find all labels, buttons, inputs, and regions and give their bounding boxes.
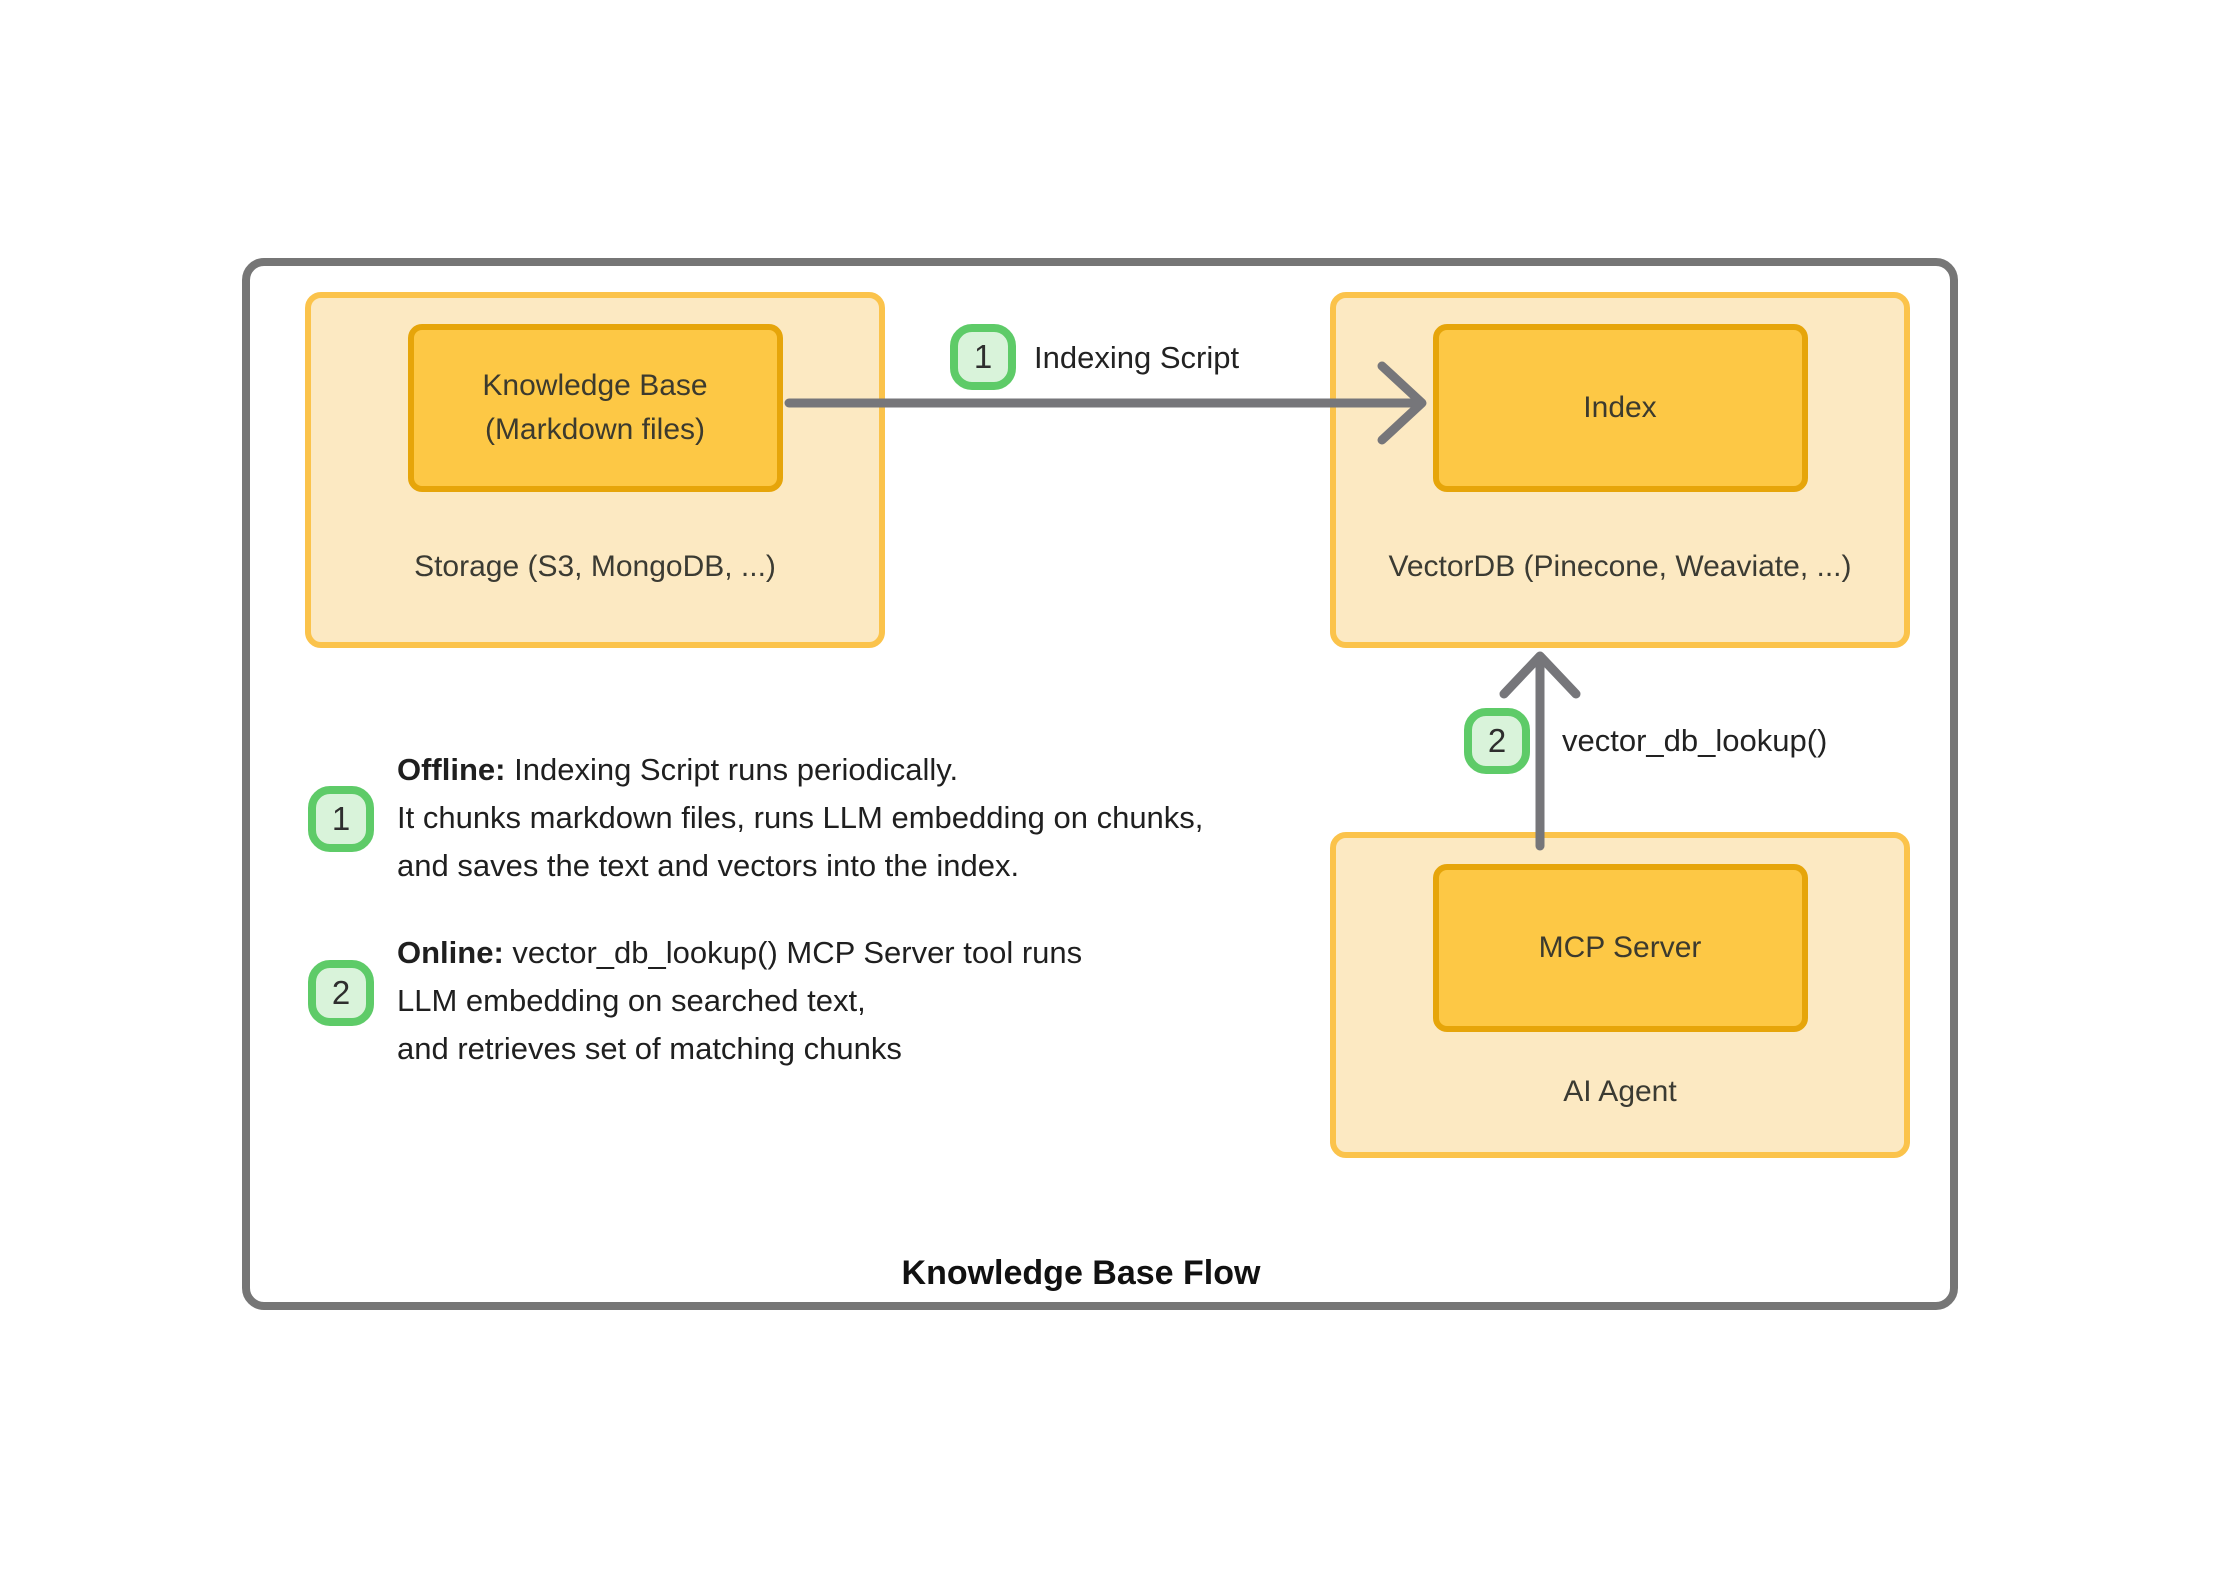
diagram-title: Knowledge Base Flow — [901, 1254, 1261, 1292]
knowledge-base-node: Knowledge Base (Markdown files) — [407, 324, 783, 492]
step-badge-1: 1 — [950, 324, 1016, 390]
storage-label: Storage (S3, MongoDB, ...) — [414, 550, 776, 583]
ai-agent-label: AI Agent — [1563, 1075, 1677, 1108]
annotation-2-line-2: LLM embedding on searched text, — [397, 983, 866, 1018]
annotation-2-badge-number: 2 — [331, 974, 351, 1011]
annotation-2: Online: vector_db_lookup() MCP Server to… — [397, 929, 1377, 1073]
index-node-label: Index — [1583, 391, 1657, 424]
storage-container: Knowledge Base (Markdown files) Storage … — [305, 292, 885, 648]
diagram-frame — [242, 258, 1958, 1310]
vectordb-container: Index VectorDB (Pinecone, Weaviate, ...) — [1330, 292, 1910, 648]
annotation-1-badge-number: 1 — [331, 800, 351, 837]
annotation-1-badge: 1 — [308, 786, 374, 852]
index-node: Index — [1432, 324, 1808, 492]
mcp-server-node: MCP Server — [1432, 864, 1808, 1032]
mcp-server-node-label: MCP Server — [1538, 931, 1702, 964]
vectordb-label: VectorDB (Pinecone, Weaviate, ...) — [1388, 550, 1852, 583]
annotation-2-line-3: and retrieves set of matching chunks — [397, 1031, 902, 1066]
annotation-1-line-2: It chunks markdown files, runs LLM embed… — [397, 800, 1204, 835]
annotation-1-line-3: and saves the text and vectors into the … — [397, 848, 1020, 883]
step-badge-2: 2 — [1464, 708, 1530, 774]
vector-db-lookup-label: vector_db_lookup() — [1562, 723, 1828, 758]
step-badge-1-number: 1 — [973, 338, 993, 375]
annotation-1-line-1: Offline: Indexing Script runs periodical… — [397, 752, 959, 787]
step-badge-2-number: 2 — [1487, 722, 1507, 759]
knowledge-base-node-label: Knowledge Base (Markdown files) — [482, 369, 708, 446]
ai-agent-container: MCP Server AI Agent — [1330, 832, 1910, 1158]
annotation-1: Offline: Indexing Script runs periodical… — [397, 746, 1377, 890]
annotation-2-badge: 2 — [308, 960, 374, 1026]
annotation-2-line-1: Online: vector_db_lookup() MCP Server to… — [397, 935, 1083, 970]
indexing-script-label: Indexing Script — [1034, 340, 1240, 375]
